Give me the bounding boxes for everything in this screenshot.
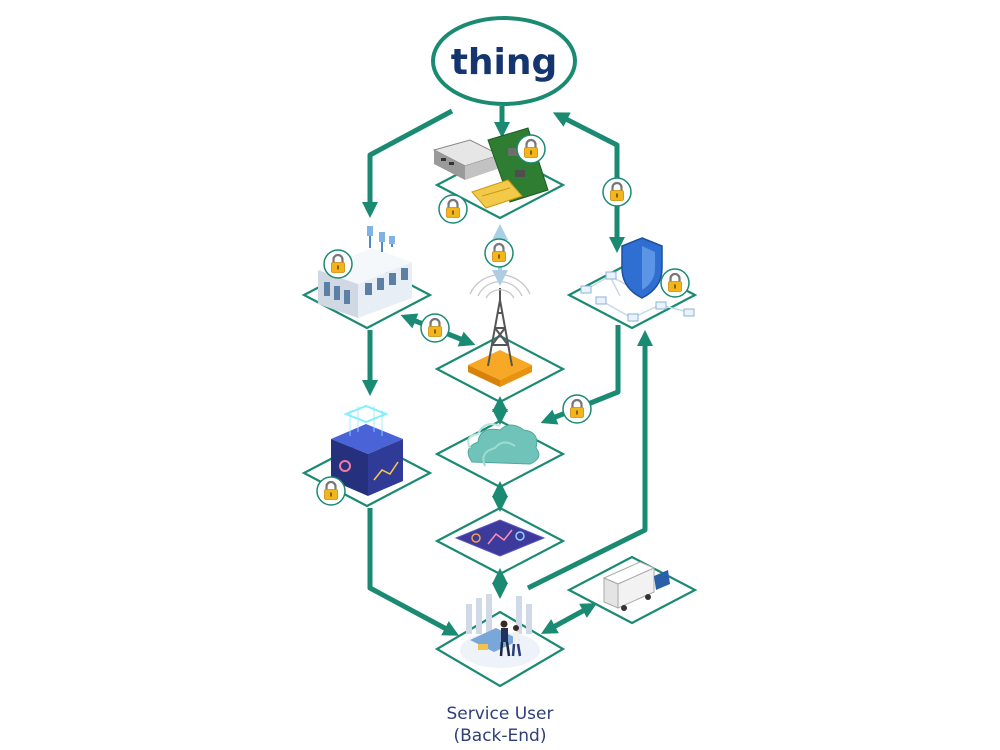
arrow-security-thing (552, 112, 620, 240)
padlock-icon (323, 249, 353, 279)
padlock-icon (602, 177, 632, 207)
cell-tower-icon (468, 274, 532, 387)
delivery-truck-icon (602, 561, 670, 611)
padlock-icon (438, 194, 468, 224)
padlock-icon (516, 134, 546, 164)
padlock-icon (484, 238, 514, 268)
thing-title: thing (451, 42, 558, 83)
service-user-label-line2: (Back-End) (454, 726, 547, 746)
service-user-label-line1: Service User (447, 704, 554, 724)
padlock-icon (660, 268, 690, 298)
padlock-icon (420, 313, 450, 343)
padlock-icon (562, 394, 592, 424)
cloud-icon (467, 423, 540, 467)
service-user-people-icon (460, 594, 540, 668)
security-shield-network-icon (580, 237, 695, 322)
thing-node: thing (431, 16, 577, 106)
arrow-datacenter-user (367, 508, 460, 636)
arrow-user-security (526, 329, 654, 591)
arrow-thing-building (361, 108, 454, 219)
data-center-cube-icon (331, 404, 403, 496)
thing-ellipse (431, 16, 577, 106)
dashboard-screen-icon (454, 519, 546, 557)
padlock-icon (316, 476, 346, 506)
arrow-truck-user (540, 603, 598, 634)
